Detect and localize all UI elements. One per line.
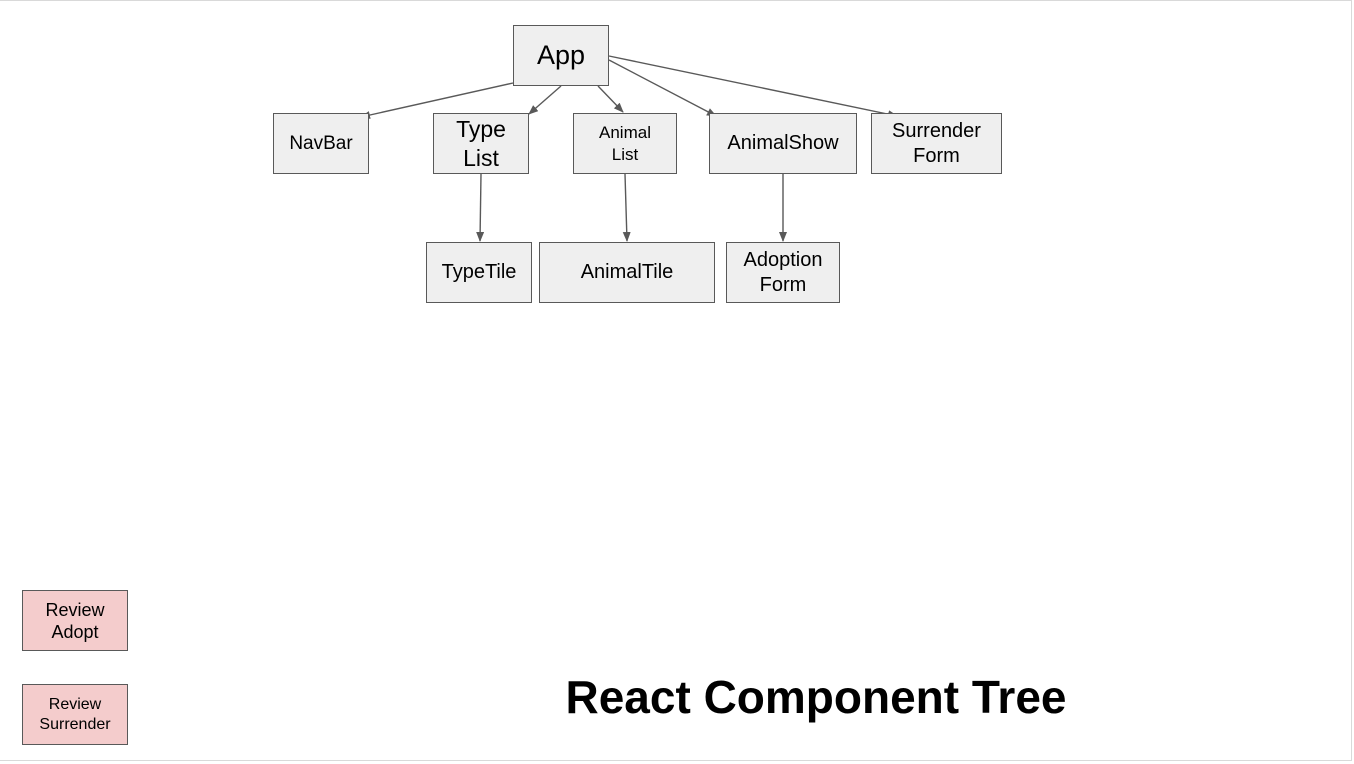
node-animal-tile: AnimalTile — [539, 242, 715, 303]
node-type-list: Type List — [433, 113, 529, 174]
edge-app-surrender-form — [608, 55, 898, 119]
node-surrender-form: Surrender Form — [871, 113, 1002, 174]
edge-type-list-type-tile — [476, 173, 485, 242]
node-navbar: NavBar — [273, 113, 369, 174]
node-review-adopt: Review Adopt — [22, 590, 128, 651]
edge-app-navbar — [360, 82, 514, 119]
edge-app-animal-show — [608, 59, 717, 117]
node-type-tile: TypeTile — [426, 242, 532, 303]
node-adoption-form: Adoption Form — [726, 242, 840, 303]
edge-app-type-list — [528, 85, 562, 115]
edge-animal-list-animal-tile — [622, 173, 631, 242]
node-app: App — [513, 25, 609, 86]
node-review-surrender: Review Surrender — [22, 684, 128, 745]
node-animal-list: Animal List — [573, 113, 677, 174]
node-animal-show: AnimalShow — [709, 113, 857, 174]
edge-app-animal-list — [597, 85, 624, 113]
diagram-title: React Component Tree — [565, 671, 1067, 723]
